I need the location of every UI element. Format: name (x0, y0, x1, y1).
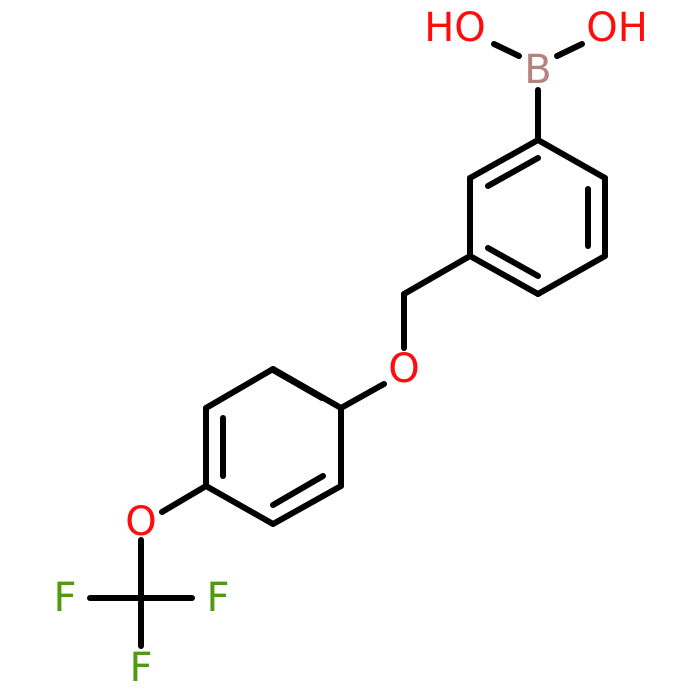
bond-ring-low-5 (270, 483, 344, 527)
bond-ring-top-4 (467, 253, 541, 297)
ether-oxygen-label: O (388, 346, 419, 392)
bond-o-ring (338, 381, 387, 411)
bond-ring-top-6-inner (485, 155, 541, 189)
bond-ring-ocf3 (159, 483, 209, 515)
fluorine-left-label: F (53, 575, 76, 621)
bond-ring-low-1-inner (270, 367, 325, 401)
bond-ring-top-6 (467, 137, 541, 181)
fluorine-right-label: F (206, 575, 229, 621)
bond-ring-top-3 (535, 253, 608, 297)
bond-b-oh-left (491, 41, 522, 59)
ocf3-oxygen-label: O (125, 499, 156, 545)
bond-b-oh-right (554, 41, 585, 59)
bond-ring-low-2 (203, 366, 276, 411)
fluorine-bottom-label: F (129, 645, 152, 691)
boron-label: B (524, 47, 551, 93)
oh-left-label: HO (424, 5, 486, 51)
bond-ring-top-4-inner (485, 245, 541, 279)
bond-ring-top-1 (535, 137, 608, 181)
bond-ring-low-5-inner (270, 473, 326, 508)
oh-right-label: OH (586, 5, 648, 51)
bond-ring-ch2 (401, 253, 473, 297)
bond-ring-low-4 (203, 483, 276, 527)
